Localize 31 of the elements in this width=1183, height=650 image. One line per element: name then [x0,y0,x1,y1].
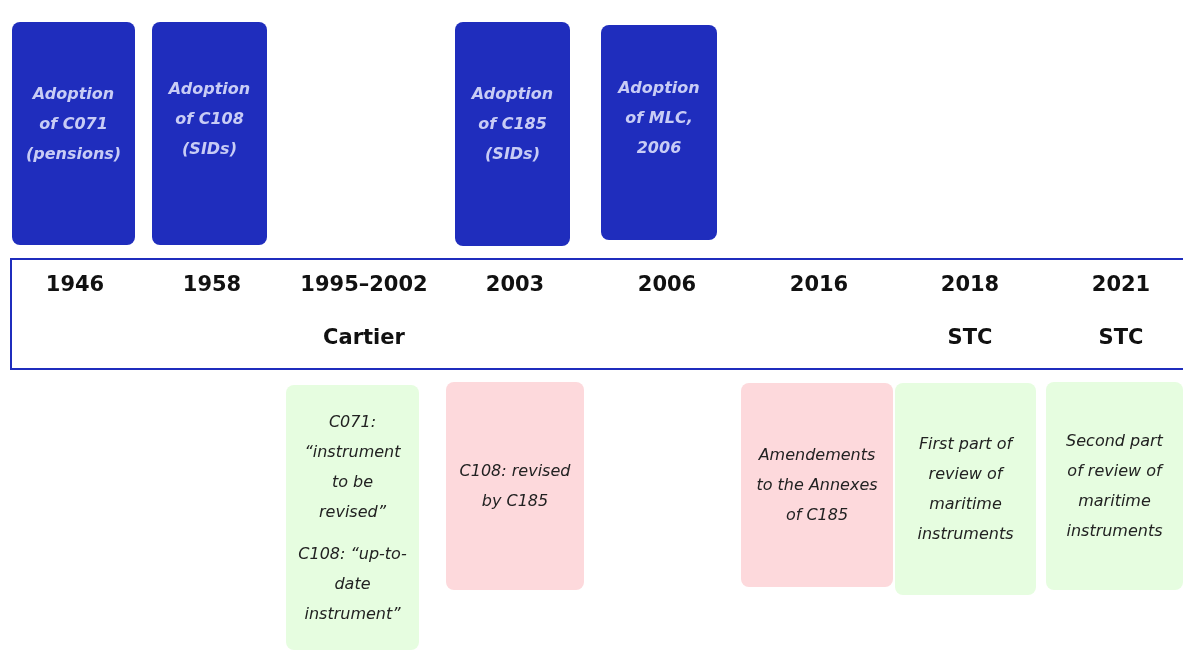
event-text: Second part of review of maritime instruments [1065,430,1165,542]
year-label: 2018 [940,271,1000,297]
year-label: 2003 [485,271,545,297]
adoption-box [152,22,267,245]
event-text: Adoption of C071 (pensions) [24,82,123,165]
review-box [895,383,1036,595]
year-label: 1995–2002 [300,271,428,297]
year-label: 2021 [1091,271,1151,297]
year-label: 1958 [182,271,242,297]
event-text: Adoption of C108 (SIDs) [167,77,252,160]
adoption-box [12,22,135,245]
event-text: C071: “instrument to be revised” [303,410,402,523]
event-text: Amendements to the Annexes of C185 [755,444,879,526]
review-box [1046,382,1183,590]
event-text: Adoption of MLC, 2006 [616,76,701,159]
event-text: C108: revised by C185 [458,460,572,512]
body-label: Cartier [323,324,405,350]
year-label: 2006 [637,271,697,297]
year-label: 1946 [45,271,105,297]
body-label: STC [1098,324,1144,350]
event-text: First part of review of maritime instruments [916,433,1015,545]
timeline-band [10,258,1183,370]
event-text: C108: “up-to-date instrument” [298,542,407,625]
year-label: 2016 [789,271,849,297]
adoption-box [601,25,717,240]
review-box [286,385,419,650]
adoption-box [455,22,570,246]
body-label: STC [947,324,993,350]
event-text: Adoption of C185 (SIDs) [470,83,555,165]
revision-box [741,383,893,587]
revision-box [446,382,584,590]
